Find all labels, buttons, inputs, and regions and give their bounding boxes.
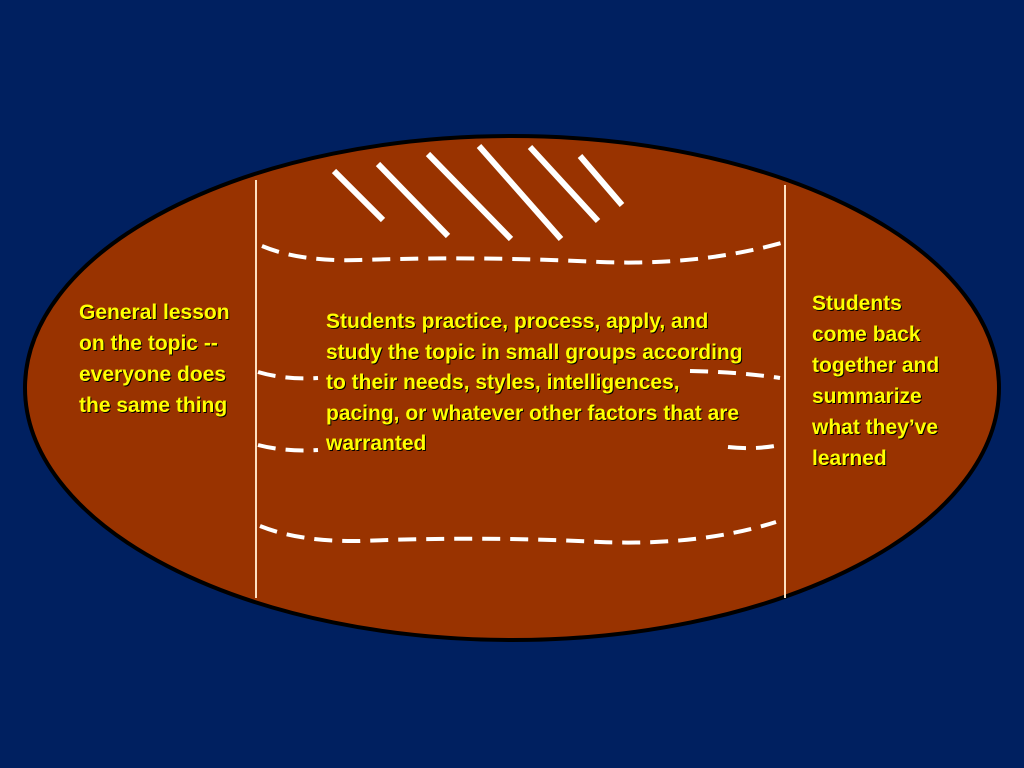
lace-2	[375, 161, 451, 239]
dashed-line-lower-middle-left	[257, 443, 319, 453]
right-section-text: Students come back together and summariz…	[812, 292, 940, 470]
left-section-text: General lesson on the topic -- everyone …	[79, 301, 230, 417]
dashed-line-lower-middle-right	[727, 443, 781, 451]
dashed-line-bottom	[259, 520, 777, 545]
lace-6	[577, 154, 625, 207]
lace-4	[476, 144, 564, 241]
football-oval	[23, 134, 1001, 642]
dashed-line-upper-middle-left	[257, 370, 319, 381]
dashed-line-upper-middle-right	[689, 369, 781, 380]
dashed-line-top	[261, 240, 786, 265]
center-section-text: Students practice, process, apply, and s…	[326, 310, 743, 455]
lace-5	[527, 144, 601, 224]
football-laces	[331, 144, 625, 242]
lace-1	[331, 168, 386, 223]
group-dashed-lines	[257, 240, 786, 545]
lace-3	[425, 151, 514, 242]
